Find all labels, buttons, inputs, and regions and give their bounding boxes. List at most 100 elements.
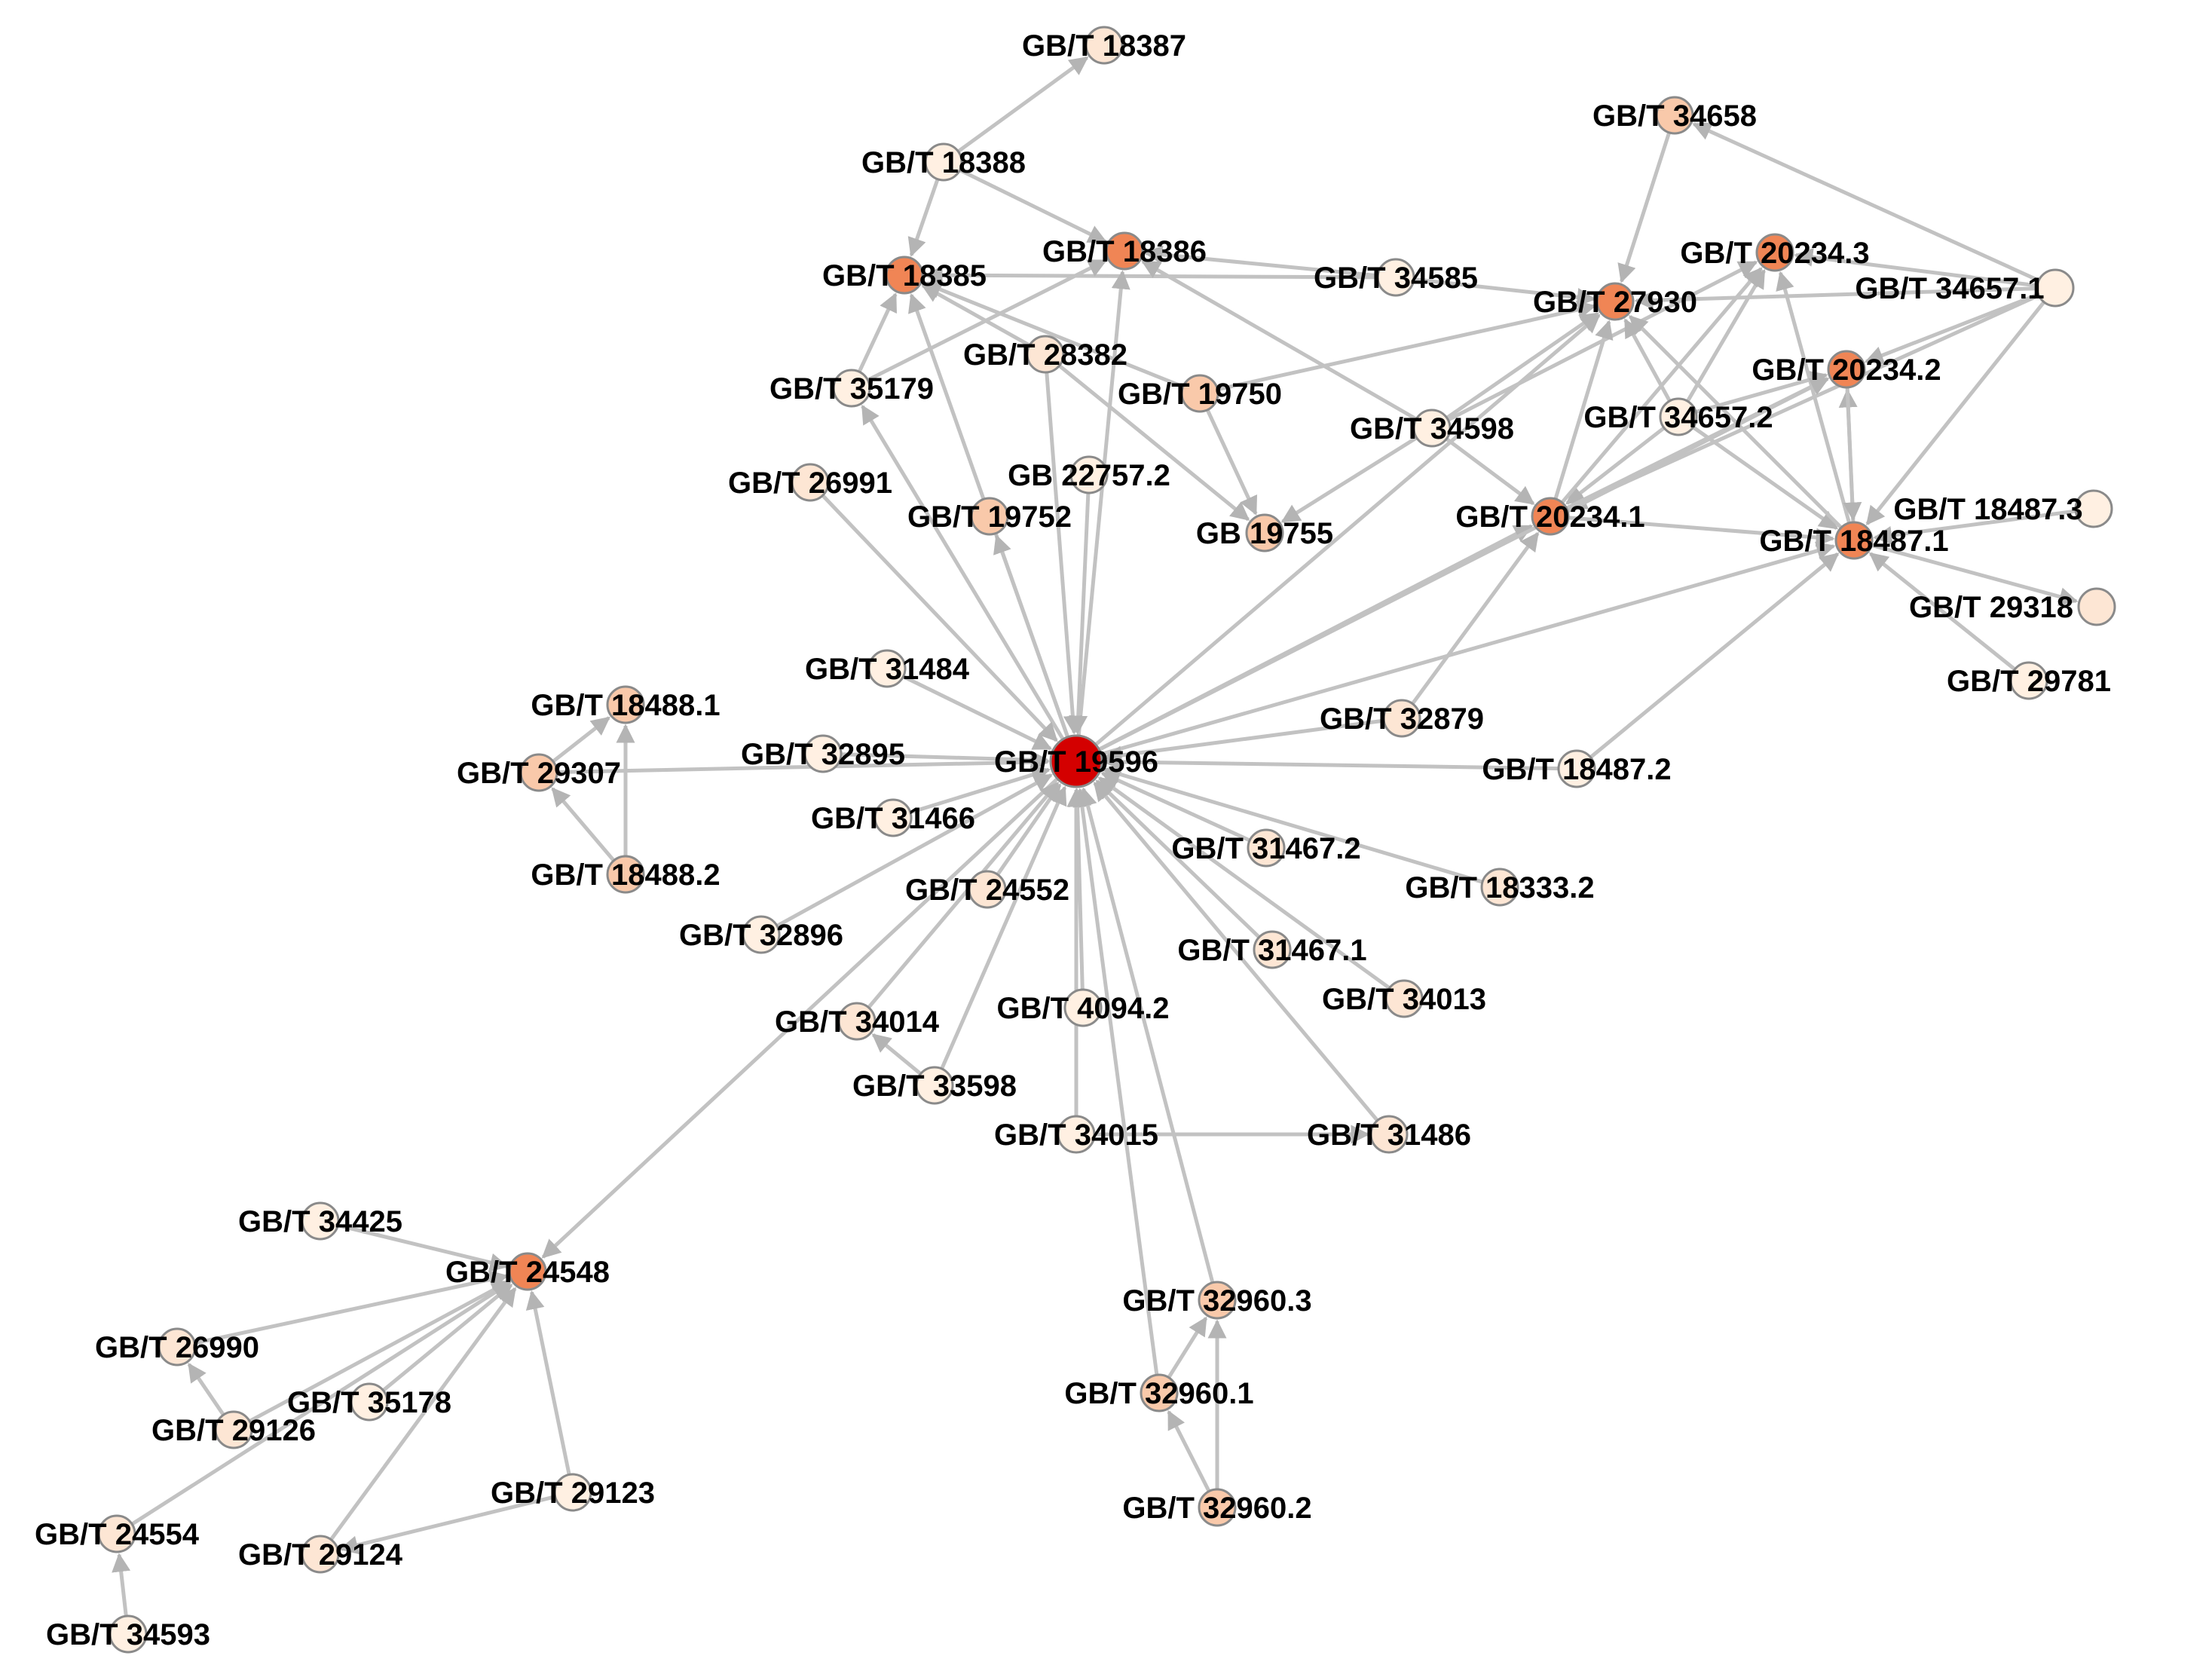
edge-n29126-to-n24548: [248, 1280, 511, 1423]
node-n35179[interactable]: GB/T 35179: [769, 369, 934, 408]
node-n4094_2[interactable]: GB/T 4094.2: [996, 988, 1170, 1027]
node-circle: [1198, 1488, 1237, 1527]
edge-n19596-to-n18487_1: [1100, 541, 1836, 757]
node-label: GB/T 18386: [1042, 235, 1207, 268]
node-n18488_1[interactable]: GB/T 18488.1: [531, 685, 721, 724]
node-n32895[interactable]: GB/T 32895: [741, 734, 905, 773]
edge-n32879-to-n20234_1: [1411, 531, 1540, 705]
node-n20234_3[interactable]: GB/T 20234.3: [1680, 233, 1870, 272]
node-n33598[interactable]: GB/T 33598: [852, 1066, 1017, 1105]
node-n19752[interactable]: GB/T 19752: [907, 497, 1072, 536]
edge-n34657_1-to-n34658: [1692, 122, 2040, 283]
edge-n20234_1-to-n18487_1: [1568, 516, 1835, 547]
node-n24554[interactable]: GB/T 24554: [35, 1514, 200, 1553]
edge-n34657_1-to-n27930: [1634, 286, 2038, 310]
node-n34598[interactable]: GB/T 34598: [1350, 409, 1514, 448]
node-circle: [1827, 350, 1866, 389]
node-circle: [1140, 1373, 1179, 1412]
node-n22757[interactable]: GB 22757.2: [1008, 455, 1170, 494]
edge-n18487_1-to-n20234_3: [1776, 271, 1852, 524]
node-n29123[interactable]: GB/T 29123: [491, 1473, 655, 1512]
node-n29124[interactable]: GB/T 29124: [238, 1535, 403, 1574]
node-n19596[interactable]: GB/T 19596: [994, 734, 1158, 788]
node-circle: [1376, 258, 1415, 297]
node-circle: [1382, 699, 1421, 738]
node-n29307[interactable]: GB/T 29307: [457, 753, 621, 792]
edge-n34425-to-n24548: [337, 1223, 509, 1272]
edge-n34598-to-n18386: [1141, 259, 1418, 421]
node-n24552[interactable]: GB/T 24552: [905, 870, 1069, 909]
node-n19755[interactable]: GB 19755: [1196, 513, 1333, 552]
node-n34013[interactable]: GB/T 34013: [1322, 979, 1486, 1018]
node-n18385[interactable]: GB/T 18385: [822, 256, 987, 295]
node-n32879[interactable]: GB/T 32879: [1320, 699, 1484, 738]
node-label: GB/T 32960.3: [1122, 1284, 1311, 1318]
node-n34014[interactable]: GB/T 34014: [775, 1002, 940, 1041]
edge-n18487_2-to-n18487_1: [1589, 552, 1840, 759]
node-n31484[interactable]: GB/T 31484: [805, 649, 970, 688]
node-n34657_1[interactable]: GB/T 34657.1: [1855, 268, 2075, 308]
node-label: GB/T 4094.2: [996, 992, 1169, 1025]
node-n31467_1[interactable]: GB/T 31467.1: [1177, 930, 1367, 969]
node-label: GB/T 24552: [905, 874, 1069, 907]
edge-n19596-to-n27930: [1094, 314, 1601, 746]
edge-n18487_2-to-n19596: [1103, 752, 1559, 772]
node-n28382[interactable]: GB/T 28382: [963, 335, 1127, 374]
node-label: GB/T 20234.1: [1455, 500, 1644, 534]
node-label: GB/T 32960.1: [1064, 1377, 1253, 1410]
node-n18487_3[interactable]: GB/T 18487.3: [1893, 489, 2113, 528]
edge-n19596-to-n20234_2: [1098, 377, 1830, 751]
node-n31467_2[interactable]: GB/T 31467.2: [1171, 828, 1361, 868]
node-n18487_2[interactable]: GB/T 18487.2: [1482, 749, 1672, 788]
node-label: GB/T 31486: [1307, 1119, 1471, 1152]
edge-n19750-to-n19755: [1205, 409, 1258, 516]
node-n29781[interactable]: GB/T 29781: [1947, 661, 2111, 700]
edge-n28382-to-n18385: [921, 283, 1031, 347]
node-n18333_2[interactable]: GB/T 18333.2: [1405, 868, 1595, 907]
node-label: GB/T 29318: [1909, 591, 2073, 624]
node-n18386[interactable]: GB/T 18386: [1042, 231, 1207, 271]
node-n32960_1[interactable]: GB/T 32960.1: [1064, 1373, 1254, 1412]
node-n20234_1[interactable]: GB/T 20234.1: [1455, 497, 1645, 536]
node-n18388[interactable]: GB/T 18388: [861, 142, 1026, 182]
node-label: GB/T 31467.1: [1177, 934, 1366, 967]
node-n34425[interactable]: GB/T 34425: [238, 1201, 402, 1241]
edge-n18487_1-to-n29318: [1871, 543, 2079, 606]
node-n31466[interactable]: GB/T 31466: [811, 798, 975, 837]
node-n34657_2[interactable]: GB/T 34657.2: [1583, 397, 1773, 436]
node-label: GB/T 18487.2: [1482, 753, 1671, 786]
node-n26991[interactable]: GB/T 26991: [728, 463, 892, 502]
node-n27930[interactable]: GB/T 27930: [1533, 282, 1697, 321]
edge-n18388-to-n18386: [959, 168, 1108, 243]
node-n20234_2[interactable]: GB/T 20234.2: [1752, 350, 1941, 389]
node-n32960_3[interactable]: GB/T 32960.3: [1122, 1281, 1312, 1320]
node-n29126[interactable]: GB/T 29126: [151, 1410, 316, 1449]
node-n34015[interactable]: GB/T 34015: [994, 1115, 1158, 1154]
node-n19750[interactable]: GB/T 19750: [1118, 374, 1282, 413]
node-n18487_1[interactable]: GB/T 18487.1: [1759, 521, 1949, 560]
edge-n34013-to-n19596: [1097, 776, 1391, 990]
node-n24548[interactable]: GB/T 24548: [445, 1252, 610, 1291]
node-circle: [885, 256, 924, 295]
edge-n33598-to-n19596: [940, 785, 1067, 1070]
node-n35178[interactable]: GB/T 35178: [287, 1382, 451, 1422]
node-n34658[interactable]: GB/T 34658: [1592, 96, 1757, 135]
node-circle: [1026, 335, 1065, 374]
node-n26990[interactable]: GB/T 26990: [95, 1327, 259, 1366]
node-n29318[interactable]: GB/T 29318: [1909, 587, 2116, 626]
node-n18387[interactable]: GB/T 18387: [1022, 26, 1186, 65]
node-circle: [301, 1535, 340, 1574]
node-label: GB/T 34658: [1592, 99, 1757, 133]
node-n32896[interactable]: GB/T 32896: [679, 915, 843, 954]
edge-n28382-to-n19596: [1045, 372, 1082, 735]
node-n32960_2[interactable]: GB/T 32960.2: [1122, 1488, 1312, 1527]
node-circle: [970, 497, 1009, 536]
node-n34585[interactable]: GB/T 34585: [1314, 258, 1478, 297]
edge-n20234_1-to-n27930: [1553, 320, 1614, 500]
node-n18488_2[interactable]: GB/T 18488.2: [531, 855, 721, 894]
node-n34593[interactable]: GB/T 34593: [46, 1614, 210, 1654]
node-n31486[interactable]: GB/T 31486: [1307, 1115, 1471, 1154]
edge-n24554-to-n24548: [130, 1281, 512, 1526]
node-label: GB/T 29781: [1947, 665, 2111, 698]
